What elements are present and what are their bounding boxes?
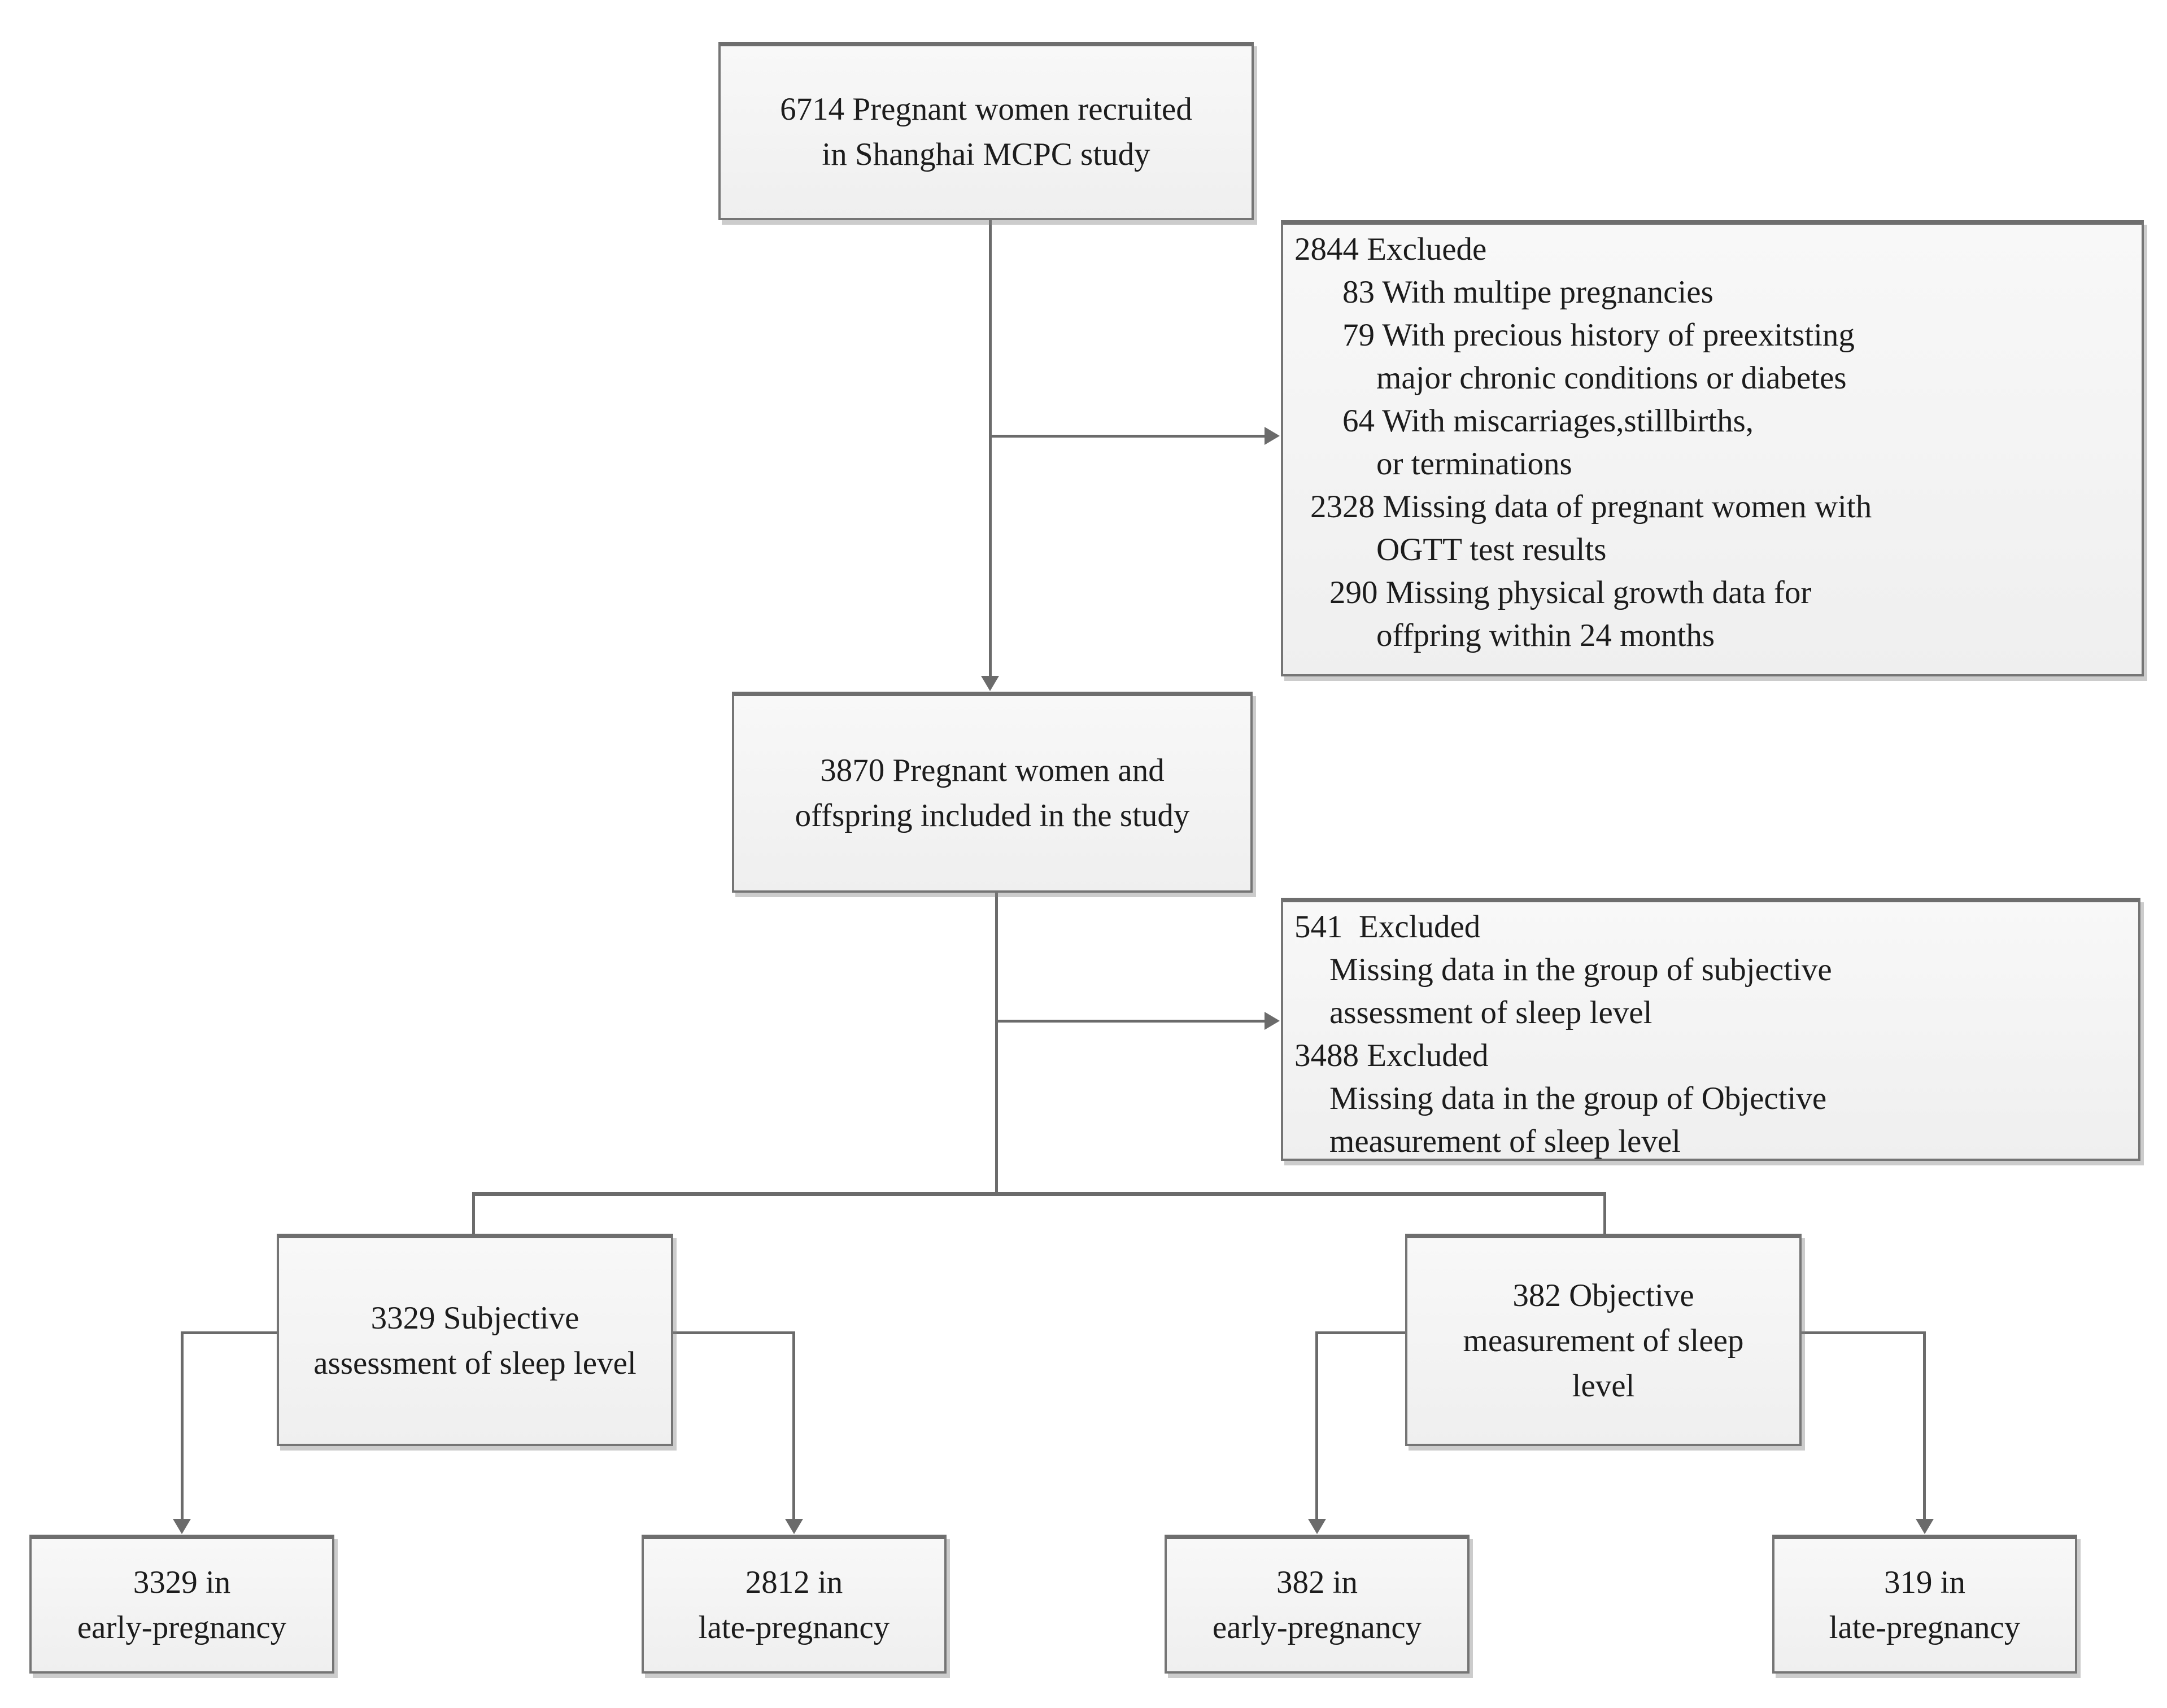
excluded-second-line-5: Missing data in the group of Objective — [1329, 1081, 1827, 1116]
excluded-first-line-8: OGTT test results — [1376, 532, 1607, 567]
box-objective-line-1: 382 Objective — [1512, 1278, 1694, 1313]
box-subjective-early-pregnancy: 3329 in early-pregnancy — [29, 1535, 334, 1674]
box-subjective-late-pregnancy: 2812 in late-pregnancy — [642, 1535, 947, 1674]
box-subjective-text: 3329 Subjective assessment of sleep leve… — [313, 1296, 636, 1386]
box-subjective-early-line-2: early-pregnancy — [77, 1610, 287, 1645]
box-objective-late-text: 319 in late-pregnancy — [1829, 1560, 2021, 1650]
arrowhead-into-included-box — [981, 676, 999, 691]
box-objective-late-pregnancy: 319 in late-pregnancy — [1772, 1535, 2077, 1674]
connector-split-to-subjective — [472, 1193, 475, 1234]
box-subjective-line-1: 3329 Subjective — [370, 1300, 579, 1336]
excluded-second-line-2: Missing data in the group of subjective — [1329, 952, 1832, 988]
connector-included-to-split — [995, 892, 998, 1194]
arrowhead-into-excluded-second-box — [1265, 1012, 1280, 1030]
box-objective-measurement: 382 Objective measurement of sleep level — [1405, 1234, 1802, 1446]
excluded-second-line-3: assessment of sleep level — [1329, 995, 1652, 1030]
box-subjective-early-line-1: 3329 in — [133, 1565, 231, 1600]
excluded-first-line-10: offpring within 24 months — [1376, 618, 1715, 653]
connector-subjective-left-stub — [182, 1331, 277, 1334]
box-objective-early-text: 382 in early-pregnancy — [1213, 1560, 1422, 1650]
box-objective-line-3: level — [1572, 1368, 1635, 1404]
connector-branch-excluded-second — [996, 1020, 1266, 1023]
excluded-first-line-5: 64 With miscarriages,stillbirths, — [1342, 403, 1754, 439]
box-objective-late-line-2: late-pregnancy — [1829, 1610, 2021, 1645]
connector-split-to-objective — [1603, 1193, 1606, 1234]
excluded-first-line-4: major chronic conditions or diabetes — [1376, 360, 1847, 396]
box-included-text: 3870 Pregnant women and offspring includ… — [795, 748, 1190, 838]
box-objective-early-line-2: early-pregnancy — [1212, 1610, 1422, 1645]
excluded-first-line-3: 79 With precious history of preexitsting — [1342, 317, 1855, 353]
connector-subjective-to-late — [792, 1331, 795, 1519]
box-included-line-1: 3870 Pregnant women and — [820, 753, 1165, 788]
connector-objective-to-late — [1923, 1331, 1926, 1519]
box-recruited-line-2: in Shanghai MCPC study — [822, 137, 1150, 172]
arrowhead-into-objective-late-box — [1916, 1519, 1934, 1534]
box-recruited: 6714 Pregnant women recruited in Shangha… — [718, 42, 1254, 220]
box-subjective-early-text: 3329 in early-pregnancy — [77, 1560, 286, 1650]
excluded-first-line-2: 83 With multipe pregnancies — [1342, 274, 1713, 310]
connector-objective-left-stub — [1317, 1331, 1405, 1334]
box-subjective-line-2: assessment of sleep level — [313, 1346, 636, 1381]
box-objective-early-line-1: 382 in — [1276, 1565, 1358, 1600]
box-objective-early-pregnancy: 382 in early-pregnancy — [1165, 1535, 1470, 1674]
excluded-first-line-9: 290 Missing physical growth data for — [1329, 575, 1812, 610]
excluded-second-line-1: 541 Excluded — [1294, 909, 1481, 945]
connector-objective-to-early — [1315, 1331, 1318, 1519]
arrowhead-into-excluded-first-box — [1265, 427, 1280, 445]
arrowhead-into-subjective-late-box — [785, 1519, 803, 1534]
excluded-first-line-7: 2328 Missing data of pregnant women with — [1310, 489, 1872, 525]
box-subjective-late-line-1: 2812 in — [745, 1565, 843, 1600]
box-excluded-second: 541 Excluded Missing data in the group o… — [1281, 898, 2140, 1161]
box-objective-line-2: measurement of sleep — [1463, 1323, 1744, 1358]
box-subjective-late-text: 2812 in late-pregnancy — [699, 1560, 890, 1650]
box-recruited-text: 6714 Pregnant women recruited in Shangha… — [780, 87, 1192, 177]
connector-subjective-to-early — [181, 1331, 184, 1519]
connector-subjective-right-stub — [673, 1331, 794, 1334]
box-excluded-first: 2844 Excluede 83 With multipe pregnancie… — [1281, 220, 2144, 676]
box-objective-late-line-1: 319 in — [1883, 1565, 1966, 1600]
box-included-line-2: offspring included in the study — [795, 798, 1190, 833]
connector-objective-right-stub — [1802, 1331, 1925, 1334]
excluded-first-line-6: or terminations — [1376, 446, 1572, 482]
connector-split-horizontal — [472, 1192, 1606, 1196]
excluded-second-line-4: 3488 Excluded — [1294, 1038, 1489, 1073]
box-included: 3870 Pregnant women and offspring includ… — [732, 692, 1253, 893]
box-recruited-line-1: 6714 Pregnant women recruited — [780, 91, 1192, 127]
connector-recruited-to-included — [989, 220, 992, 676]
arrowhead-into-objective-early-box — [1308, 1519, 1326, 1534]
box-subjective-late-line-2: late-pregnancy — [698, 1610, 890, 1645]
arrowhead-into-subjective-early-box — [173, 1519, 191, 1534]
excluded-second-line-6: measurement of sleep level — [1329, 1124, 1681, 1159]
box-subjective-assessment: 3329 Subjective assessment of sleep leve… — [277, 1234, 673, 1446]
connector-branch-excluded-first — [990, 435, 1266, 438]
excluded-first-line-1: 2844 Excluede — [1294, 231, 1487, 267]
box-objective-text: 382 Objective measurement of sleep level — [1463, 1273, 1744, 1409]
